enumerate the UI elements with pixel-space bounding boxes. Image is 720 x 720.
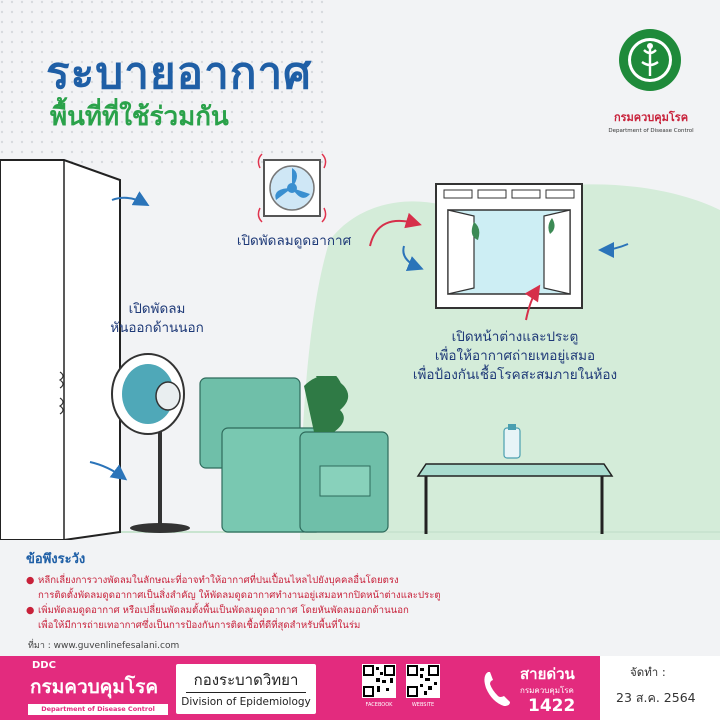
published-label: จัดทำ : [630, 665, 666, 679]
epidemiology-name-english: Division of Epidemiology [181, 696, 311, 708]
window-label-line2: เพื่อให้อากาศถ่ายเทอยู่เสมอ [434, 348, 596, 364]
phone-icon [484, 672, 510, 706]
ddc-logo-thai: กรมควบคุมโรค [30, 676, 159, 698]
epidemiology-divider [186, 692, 306, 693]
caution-bullet-2: ● เพิ่มพัดลมดูดอากาศ หรือเปลี่ยนพัดลมตั้… [26, 605, 409, 631]
fan-label-line2: หันออกด้านนอก [110, 320, 204, 336]
caution-bullet-2-line1: เพิ่มพัดลมดูดอากาศ หรือเปลี่ยนพัดลมตั้งพ… [38, 605, 409, 616]
airflow-arrows [89, 191, 629, 481]
caution-section: ข้อพึงระวัง ● หลีกเลี่ยงการวางพัดลมในลัก… [26, 548, 696, 633]
hotline-number[interactable]: 1422 [528, 696, 576, 716]
page-subtitle: พื้นที่ที่ใช้ร่วมกัน [50, 102, 229, 132]
window-label-line1: เปิดหน้าต่างและประตู [451, 329, 579, 345]
side-table-with-sanitizer [416, 424, 614, 534]
published-date: 23 ส.ค. 2564 [616, 690, 696, 705]
hotline-sublabel: กรมควบคุมโรค [520, 686, 574, 695]
fan-label-line1: เปิดพัดลม [128, 301, 186, 317]
ddc-logo-english: Department of Disease Control [28, 704, 168, 715]
website-qr-code[interactable] [406, 664, 440, 698]
open-window [435, 183, 583, 309]
ddc-logo-text: DDC [32, 660, 56, 671]
caution-bullet-1: ● หลีกเลี่ยงการวางพัดลมในลักษณะที่อาจทำใ… [26, 575, 441, 601]
facebook-qr-code[interactable] [362, 664, 396, 698]
ministry-seal-icon [619, 29, 681, 91]
facebook-qr-caption: FACEBOOK [365, 702, 393, 708]
exhaust-fan-label: เปิดพัดลมดูดอากาศ [236, 233, 352, 249]
epidemiology-badge [176, 664, 316, 714]
exhaust-fan-icon [257, 153, 327, 223]
window-label-line3: เพื่อป้องกันเชื้อโรคสะสมภายในห้อง [412, 367, 618, 383]
hotline-label: สายด่วน [520, 665, 575, 683]
armchair [199, 376, 389, 533]
open-door [0, 159, 121, 540]
caution-bullet-1-line1: หลีกเลี่ยงการวางพัดลมในลักษณะที่อาจทำให้… [38, 575, 399, 586]
source-credit: ที่มา : www.guvenlinefesalani.com [28, 641, 180, 651]
caution-title: ข้อพึงระวัง [26, 552, 86, 567]
department-name-english: Department of Disease Control [608, 128, 694, 134]
standing-fan-icon [58, 353, 190, 533]
website-qr-caption: WEBSITE [411, 702, 435, 708]
caution-bullet-2-line2: เพื่อให้มีการถ่ายเทอากาศซึ่งเป็นการป้องก… [38, 620, 361, 631]
caution-bullet-1-line2: การติดตั้งพัดลมดูดอากาศเป็นสิ่งสำคัญ ให้… [38, 590, 441, 601]
epidemiology-name-thai: กองระบาดวิทยา [193, 671, 299, 689]
page-title: ระบายอากาศ [46, 48, 313, 99]
department-name-thai: กรมควบคุมโรค [613, 111, 689, 124]
